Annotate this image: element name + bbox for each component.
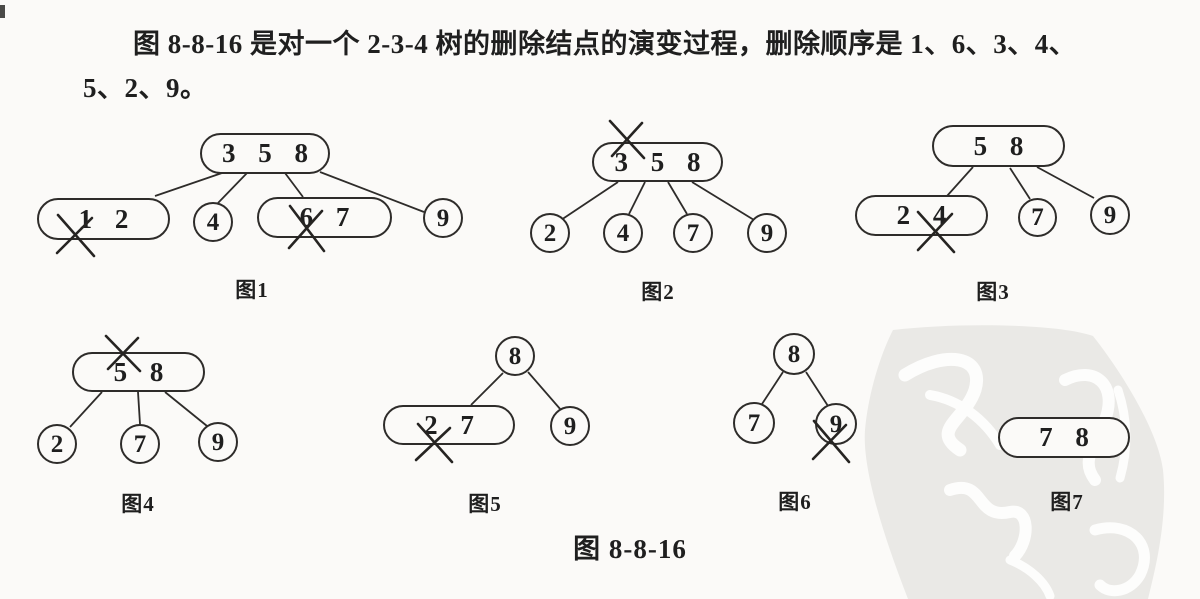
tree5-root-node-8: 8 bbox=[495, 336, 535, 376]
tree2-root-node: 3 5 8 bbox=[592, 142, 723, 182]
tree5-leaf-node-9: 9 bbox=[550, 406, 590, 446]
tree2-leaf-node-4: 4 bbox=[603, 213, 643, 253]
tree5-leaf-node-2-7: 2 7 bbox=[383, 405, 515, 445]
intro-text-line2: 5、2、9。 bbox=[83, 73, 208, 103]
tree3-leaf-node-7: 7 bbox=[1018, 198, 1057, 237]
tree2-caption: 图2 bbox=[641, 280, 675, 304]
tree4-leaf-node-2: 2 bbox=[37, 424, 77, 464]
tree1-leaf-node-6-7: 6 7 bbox=[257, 197, 392, 238]
watermark-calligraphy bbox=[898, 352, 1150, 599]
tree5-caption: 图5 bbox=[468, 492, 502, 516]
tree2-leaf-node-2: 2 bbox=[530, 213, 570, 253]
tree1-leaf-node-9: 9 bbox=[423, 198, 463, 238]
scan-artifact bbox=[0, 5, 5, 18]
tree2-edges bbox=[560, 181, 755, 221]
tree6-edges bbox=[761, 371, 829, 407]
tree4-leaf-node-7: 7 bbox=[120, 424, 160, 464]
tree6-leaf-node-7: 7 bbox=[733, 402, 775, 444]
tree4-edges bbox=[69, 391, 208, 428]
tree6-leaf-node-9: 9 bbox=[815, 403, 857, 445]
watermark-wash-blob bbox=[864, 325, 1165, 599]
tree4-caption: 图4 bbox=[121, 492, 155, 516]
tree4-root-node: 5 8 bbox=[72, 352, 205, 392]
watermark bbox=[864, 325, 1165, 599]
tree3-caption: 图3 bbox=[976, 280, 1010, 304]
tree6-caption: 图6 bbox=[778, 490, 812, 514]
tree1-leaf-node-4: 4 bbox=[193, 202, 233, 242]
tree7-caption: 图7 bbox=[1050, 490, 1084, 514]
tree1-leaf-node-1-2: 1 2 bbox=[37, 198, 170, 240]
tree2-leaf-node-7: 7 bbox=[673, 213, 713, 253]
tree2-leaf-node-9: 9 bbox=[747, 213, 787, 253]
tree4-leaf-node-9: 9 bbox=[198, 422, 238, 462]
tree1-root-node: 3 5 8 bbox=[200, 133, 330, 174]
intro-text-line1: 图 8-8-16 是对一个 2-3-4 树的删除结点的演变过程，删除顺序是 1、… bbox=[133, 29, 1077, 59]
tree7-node-7-8: 7 8 bbox=[998, 417, 1130, 458]
figure-caption: 图 8-8-16 bbox=[573, 534, 687, 564]
tree3-leaf-node-9: 9 bbox=[1090, 195, 1130, 235]
tree1-caption: 图1 bbox=[235, 278, 269, 302]
tree3-root-node: 5 8 bbox=[932, 125, 1065, 167]
tree6-root-node-8: 8 bbox=[773, 333, 815, 375]
tree3-leaf-node-2-4: 2 4 bbox=[855, 195, 988, 236]
